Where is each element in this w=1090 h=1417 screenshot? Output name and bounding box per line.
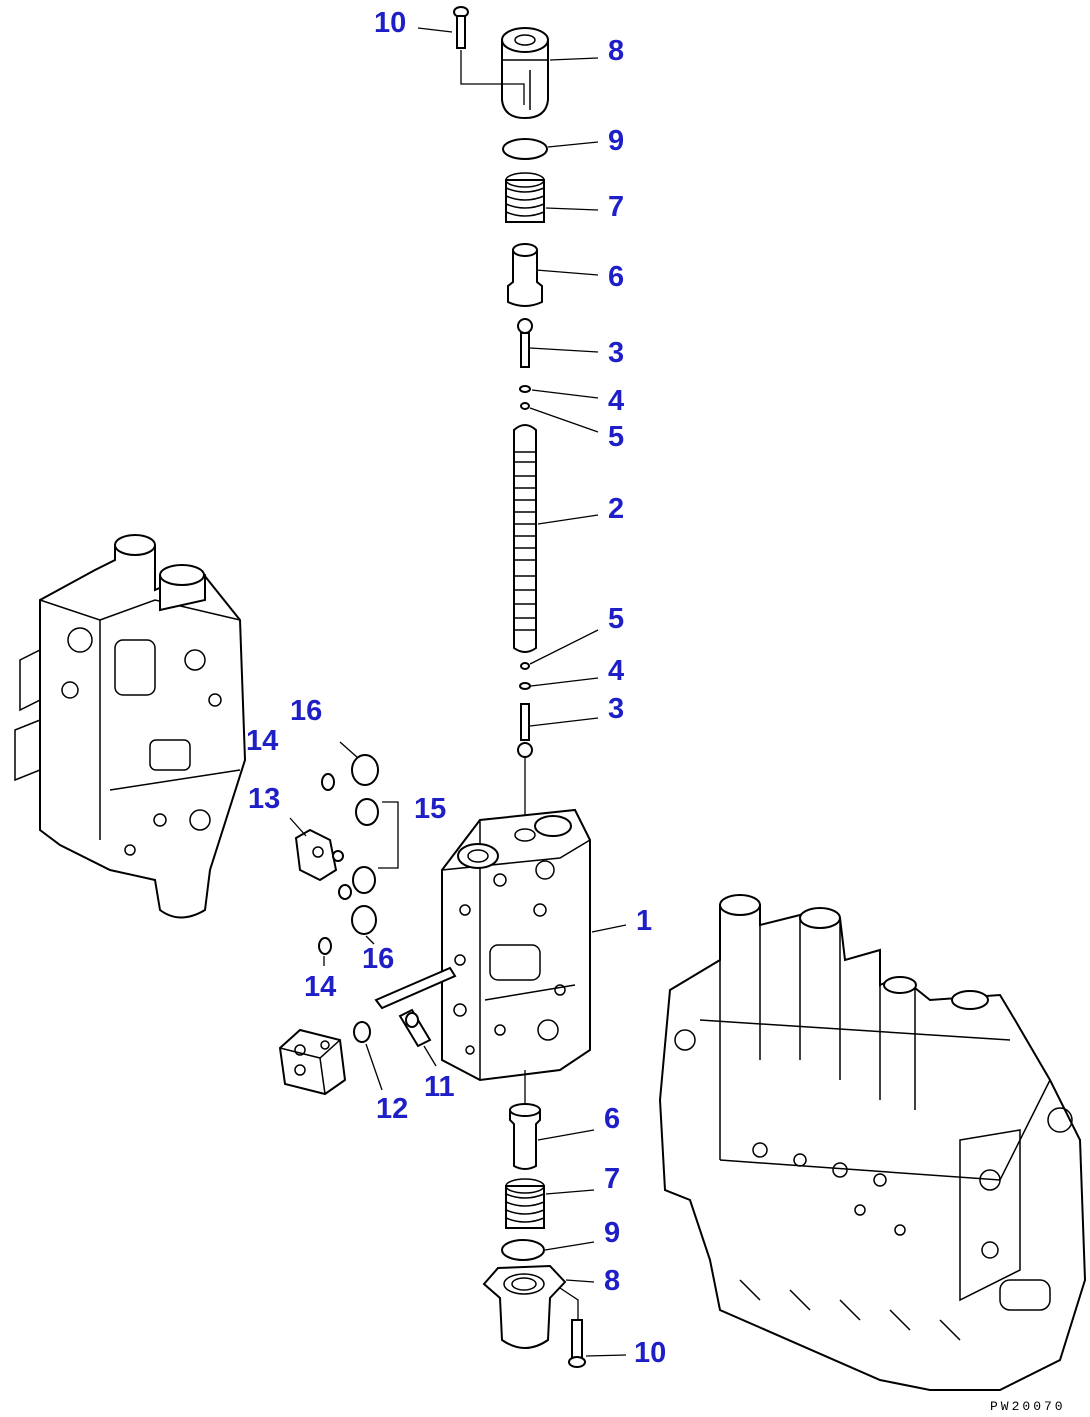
drawing-code: PW20070 [990,1399,1066,1414]
callout-16-lower: 16 [362,943,394,975]
part-2-spool [513,424,537,653]
part-11-pin [374,966,457,1048]
part-5-lower-ring [520,662,530,670]
callout-7-lower: 7 [604,1163,620,1195]
part-14-lower-oring [318,937,332,955]
part-7-top-spring [505,172,545,223]
part-10-lower-bolt [568,1319,586,1368]
callout-2: 2 [608,493,624,525]
part-8-top-cap [501,27,549,120]
callout-5-top: 5 [608,421,624,453]
callout-8-lower: 8 [604,1265,620,1297]
right-control-valve-assembly [658,894,1087,1391]
callout-6-lower: 6 [604,1103,620,1135]
part-6-top-retainer [507,243,543,307]
part-3-lower-stopper [517,703,533,758]
callout-12: 12 [376,1093,408,1125]
part-9-lower-oring [501,1239,545,1261]
callout-9-top: 9 [608,125,624,157]
callout-labels: 10 8 9 7 6 3 4 5 2 5 4 3 16 14 13 15 1 1… [246,7,666,1369]
part-7-lower-spring [505,1178,545,1229]
part-6-lower-retainer [509,1103,541,1170]
callout-16-upper: 16 [290,695,322,727]
callout-7-top: 7 [608,191,624,223]
part-4-lower-washer [519,682,531,690]
callout-1: 1 [636,905,652,937]
part-10-top-bolt [453,6,525,105]
part-5-top-ring [520,402,530,410]
callout-8-top: 8 [608,35,624,67]
callout-leader-lines [289,27,627,1357]
callout-9-lower: 9 [604,1217,620,1249]
part-1-valve-section [441,808,591,1082]
part-9-top-oring [502,138,548,160]
callout-6-top: 6 [608,261,624,293]
callout-5-lower: 5 [608,603,624,635]
part-4-top-washer [519,385,531,393]
part-3-top-stopper [517,318,533,368]
callout-11: 11 [424,1071,455,1103]
callout-13: 13 [248,783,280,815]
part-8-lower-cap [482,1264,579,1349]
callout-15: 15 [414,793,446,825]
small-block-part [278,1028,347,1096]
callout-3-top: 3 [608,337,624,369]
left-control-valve-assembly [14,534,247,919]
part-14-upper-oring [321,773,335,791]
part-15-plate-group [338,798,399,900]
part-13-valve [294,828,344,882]
callout-4-top: 4 [608,385,624,417]
callout-10-top: 10 [374,7,406,39]
part-16-lower-oring [351,905,377,935]
part-16-upper-oring [351,754,379,786]
callout-14-lower: 14 [304,971,336,1003]
callout-4-lower: 4 [608,655,624,687]
callout-10-lower: 10 [634,1337,666,1369]
part-12-oring [353,1021,371,1043]
callout-14-upper: 14 [246,725,278,757]
callout-3-lower: 3 [608,693,624,725]
